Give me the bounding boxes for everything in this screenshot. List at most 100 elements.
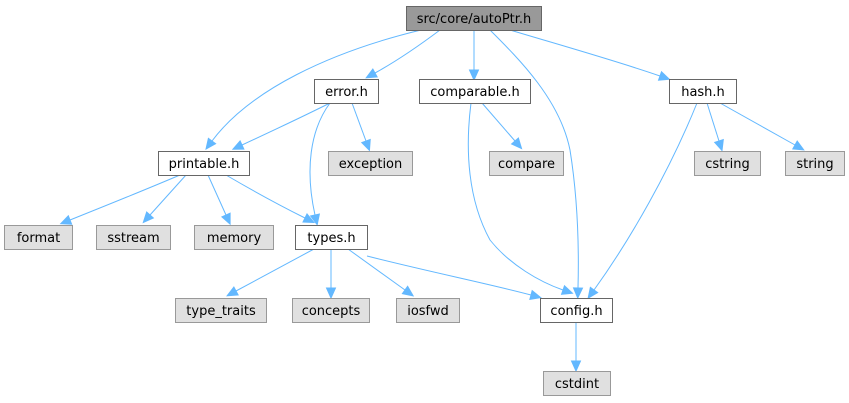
- node-label: cstring: [705, 157, 749, 172]
- node-hash[interactable]: hash.h: [669, 79, 737, 104]
- nodes-layer: src/core/autoPtr.h error.h comparable.h has…: [4, 6, 845, 396]
- edge-line: [509, 29, 661, 77]
- arrowhead-icon: [572, 287, 584, 300]
- edge-line: [241, 102, 331, 146]
- edge-hash-to-cstring: [706, 102, 724, 152]
- node-label: config.h: [550, 304, 602, 319]
- node-box: [175, 298, 267, 323]
- edge-printable-to-memory: [207, 174, 231, 226]
- edge-line: [719, 102, 796, 146]
- arrowhead-icon: [401, 285, 415, 297]
- node-exception: exception: [328, 151, 413, 176]
- arrowhead-icon: [231, 140, 245, 150]
- node-printable[interactable]: printable.h: [158, 151, 250, 176]
- edge-printable-to-format: [59, 174, 181, 225]
- edge-config-to-cstdint: [570, 322, 582, 373]
- edge-line: [211, 29, 422, 142]
- node-box: [489, 151, 564, 176]
- node-box: [194, 225, 274, 250]
- node-memory: memory: [194, 225, 274, 250]
- node-box: [540, 298, 613, 323]
- arrowhead-icon: [587, 286, 599, 300]
- edge-line: [225, 174, 306, 219]
- edge-autoPtr-to-hash: [509, 29, 671, 81]
- node-label: compare: [498, 157, 555, 172]
- edge-printable-to-sstream: [142, 174, 187, 224]
- node-box: [158, 151, 250, 176]
- node-box: [292, 298, 370, 323]
- edge-error-to-printable: [231, 102, 331, 150]
- arrowhead-icon: [142, 211, 155, 224]
- arrowhead-icon: [226, 286, 239, 297]
- node-box: [694, 151, 761, 176]
- node-types[interactable]: types.h: [295, 225, 368, 250]
- edge-autoPtr-to-comparable: [468, 30, 480, 82]
- edge-line: [706, 102, 720, 142]
- arrowhead-icon: [220, 212, 231, 226]
- edge-types-to-concepts: [325, 249, 337, 300]
- edge-types-to-type_traits: [226, 248, 315, 297]
- node-error[interactable]: error.h: [314, 79, 379, 104]
- node-string: string: [785, 151, 845, 176]
- node-box: [419, 79, 531, 104]
- node-cstring: cstring: [694, 151, 761, 176]
- node-box: [396, 298, 460, 323]
- node-config[interactable]: config.h: [540, 298, 613, 323]
- edge-comparable-to-config: [467, 102, 574, 295]
- node-label: src/core/autoPtr.h: [417, 12, 532, 27]
- edge-line: [366, 255, 532, 296]
- arrowhead-icon: [59, 214, 73, 225]
- node-box: [328, 151, 413, 176]
- arrowhead-icon: [205, 137, 217, 150]
- node-label: concepts: [302, 304, 361, 319]
- node-box: [543, 371, 611, 396]
- arrowhead-icon: [657, 70, 671, 81]
- edge-hash-to-config: [587, 102, 698, 300]
- arrowhead-icon: [791, 140, 805, 151]
- edge-comparable-to-compare: [481, 102, 523, 150]
- edge-line: [489, 29, 579, 289]
- node-label: string: [796, 157, 833, 172]
- edge-line: [347, 248, 406, 291]
- node-comparable[interactable]: comparable.h: [419, 79, 531, 104]
- arrowhead-icon: [365, 68, 378, 79]
- node-label: iosfwd: [407, 304, 449, 319]
- node-compare: compare: [489, 151, 564, 176]
- node-box: [669, 79, 737, 104]
- arrowhead-icon: [560, 284, 574, 295]
- node-label: comparable.h: [430, 85, 520, 100]
- node-box: [314, 79, 379, 104]
- node-box: [406, 6, 542, 31]
- node-sstream: sstream: [96, 225, 171, 250]
- edge-types-to-config: [366, 255, 542, 300]
- arrowhead-icon: [529, 289, 542, 300]
- node-box: [785, 151, 845, 176]
- edge-printable-to-types: [225, 174, 316, 224]
- edge-line: [374, 29, 441, 74]
- node-box: [295, 225, 368, 250]
- node-label: sstream: [107, 231, 159, 246]
- node-box: [96, 225, 171, 250]
- node-label: types.h: [307, 231, 355, 246]
- edge-line: [69, 174, 181, 221]
- edge-error-to-types: [309, 102, 331, 226]
- edges-layer: [59, 29, 805, 373]
- edge-line: [481, 102, 516, 142]
- node-label: hash.h: [681, 85, 725, 100]
- node-label: cstdint: [555, 377, 599, 392]
- node-box: [4, 225, 73, 250]
- node-label: printable.h: [169, 157, 240, 172]
- arrowhead-icon: [713, 138, 724, 152]
- node-format: format: [4, 225, 73, 250]
- edge-autoPtr-to-error: [365, 29, 441, 79]
- edge-autoPtr-to-config: [489, 29, 584, 300]
- edge-error-to-exception: [351, 102, 371, 152]
- node-autoPtr[interactable]: src/core/autoPtr.h: [406, 6, 542, 31]
- edge-autoPtr-to-printable: [205, 29, 422, 150]
- arrowhead-icon: [468, 69, 480, 82]
- edge-line: [467, 102, 564, 291]
- node-label: memory: [207, 231, 262, 246]
- arrowhead-icon: [510, 137, 523, 150]
- edge-line: [593, 102, 698, 291]
